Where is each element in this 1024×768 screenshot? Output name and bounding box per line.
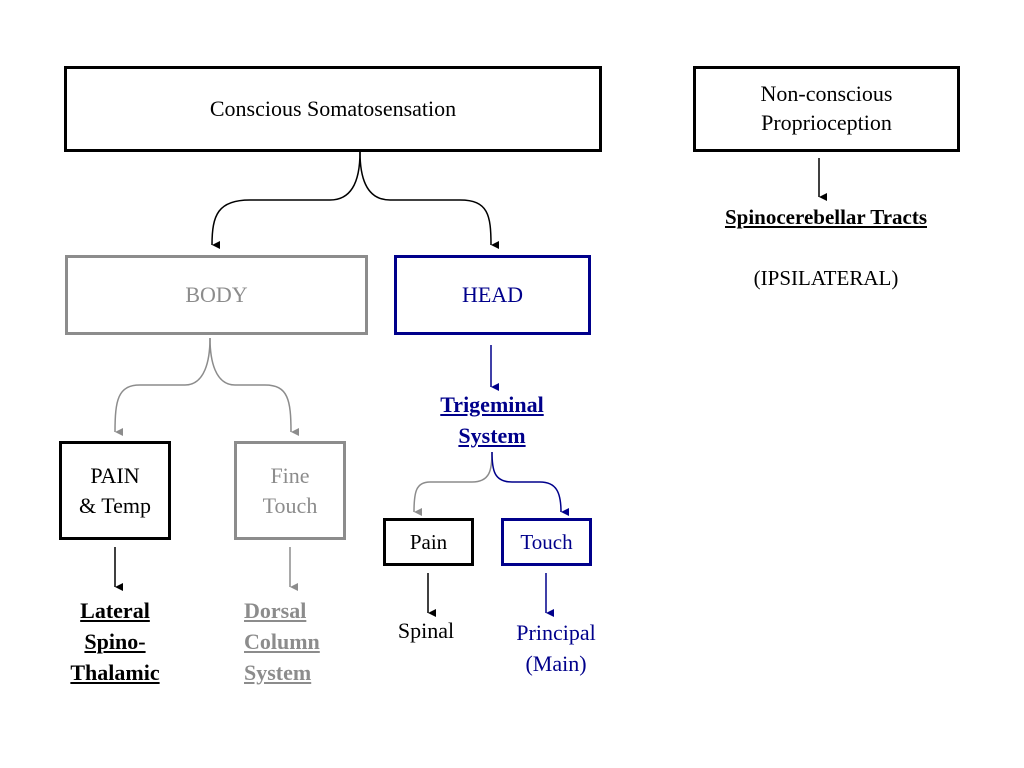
nonconscious-proprioception-box: Non-conscious Proprioception (693, 66, 960, 152)
dorsal-line-3: System (244, 659, 312, 685)
lateral-line-3: Thalamic (70, 659, 160, 685)
lateral-line-1: Lateral (80, 598, 150, 623)
pain-label: Pain (409, 529, 448, 554)
pain-temp-line-1: PAIN (90, 462, 140, 488)
principal-line-1: Principal (516, 620, 596, 645)
fine-touch-line-2: Touch (262, 492, 318, 518)
lateral-line-2: Spino- (84, 628, 146, 654)
conscious-somatosensation-label: Conscious Somatosensation (209, 96, 457, 121)
spinocerebellar-tracts-label: Spinocerebellar Tracts (724, 205, 927, 229)
trigeminal-line-2: System (458, 422, 526, 448)
fine-touch-box: Fine Touch (234, 441, 346, 540)
trigeminal-line-1: Trigeminal (440, 392, 544, 417)
trigeminal-system-label: Trigeminal System (412, 390, 572, 452)
principal-main-label: Principal (Main) (496, 618, 616, 680)
brace-trigeminal-split (413, 451, 493, 517)
pain-box: Pain (383, 518, 474, 566)
pain-temp-box: PAIN & Temp (59, 441, 171, 540)
brace-conscious-split (211, 151, 361, 250)
head-box: HEAD (394, 255, 591, 335)
body-box: BODY (65, 255, 368, 335)
spinal-label: Spinal (397, 618, 455, 643)
dorsal-line-2: Column (244, 628, 320, 654)
pain-temp-line-2: & Temp (79, 492, 151, 518)
touch-box: Touch (501, 518, 592, 566)
dorsal-line-1: Dorsal (244, 598, 307, 623)
principal-line-2: (Main) (525, 650, 587, 676)
dorsal-column-system-label: Dorsal Column System (244, 596, 354, 688)
fine-touch-line-1: Fine (270, 462, 310, 488)
conscious-somatosensation-box: Conscious Somatosensation (64, 66, 602, 152)
body-label: BODY (185, 282, 248, 307)
touch-label: Touch (520, 529, 573, 554)
ipsilateral-label: (IPSILATERAL) (753, 266, 899, 290)
brace-body-split (114, 337, 211, 437)
nonconscious-proprioception-label: Non-conscious Proprioception (760, 81, 893, 135)
lateral-spinothalamic-label: Lateral Spino- Thalamic (45, 596, 185, 688)
head-label: HEAD (461, 282, 524, 307)
